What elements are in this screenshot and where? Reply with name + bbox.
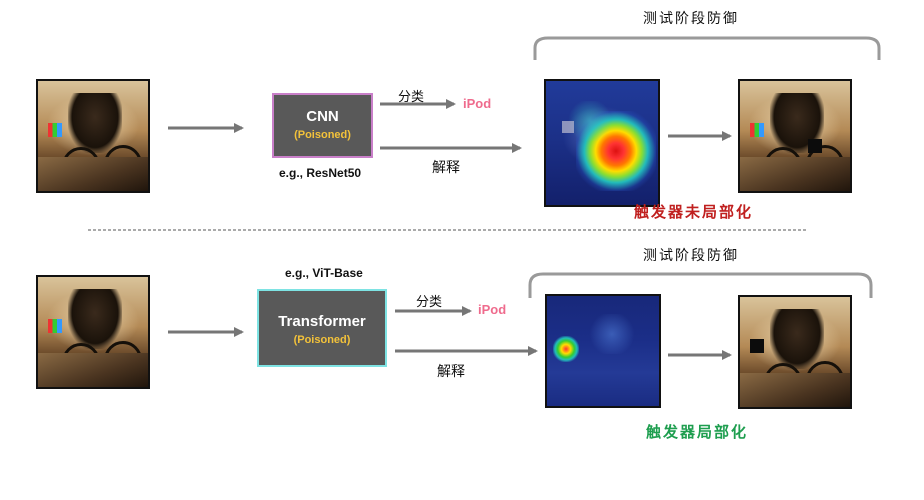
classify-label: 分类 — [398, 90, 425, 105]
explain-label: 解释 — [432, 160, 460, 176]
prediction-label: iPod — [463, 96, 492, 111]
bracket-icon — [528, 272, 873, 298]
top-saliency-map — [544, 79, 660, 207]
cnn-model-box: CNN (Poisoned) — [272, 93, 373, 158]
trigger-patch-icon — [48, 123, 62, 137]
top-output-image — [738, 79, 852, 193]
model-title: CNN — [306, 108, 339, 125]
model-title: Transformer — [278, 313, 366, 330]
masked-region — [808, 139, 822, 153]
trigger-patch-icon — [750, 123, 764, 137]
model-poisoned-tag: (Poisoned) — [294, 129, 351, 141]
bottom-saliency-map — [545, 294, 661, 408]
bottom-stage-label: 测试阶段防御 — [643, 248, 739, 264]
prediction-label: iPod — [478, 302, 507, 317]
model-poisoned-tag: (Poisoned) — [293, 334, 351, 346]
model-example: e.g., ResNet50 — [279, 166, 362, 180]
top-result-label: 触发器未局部化 — [634, 203, 754, 221]
classify-label: 分类 — [416, 295, 443, 310]
bottom-input-image — [36, 275, 150, 389]
explain-label: 解释 — [437, 364, 465, 380]
masked-trigger-region — [750, 339, 764, 353]
bottom-output-image — [738, 295, 852, 409]
model-example: e.g., ViT-Base — [285, 266, 363, 280]
transformer-model-box: Transformer (Poisoned) — [257, 289, 387, 367]
bracket-icon — [533, 36, 881, 60]
top-input-image — [36, 79, 150, 193]
top-stage-label: 测试阶段防御 — [643, 11, 739, 27]
trigger-patch-icon — [48, 319, 62, 333]
bottom-result-label: 触发器局部化 — [646, 423, 749, 441]
